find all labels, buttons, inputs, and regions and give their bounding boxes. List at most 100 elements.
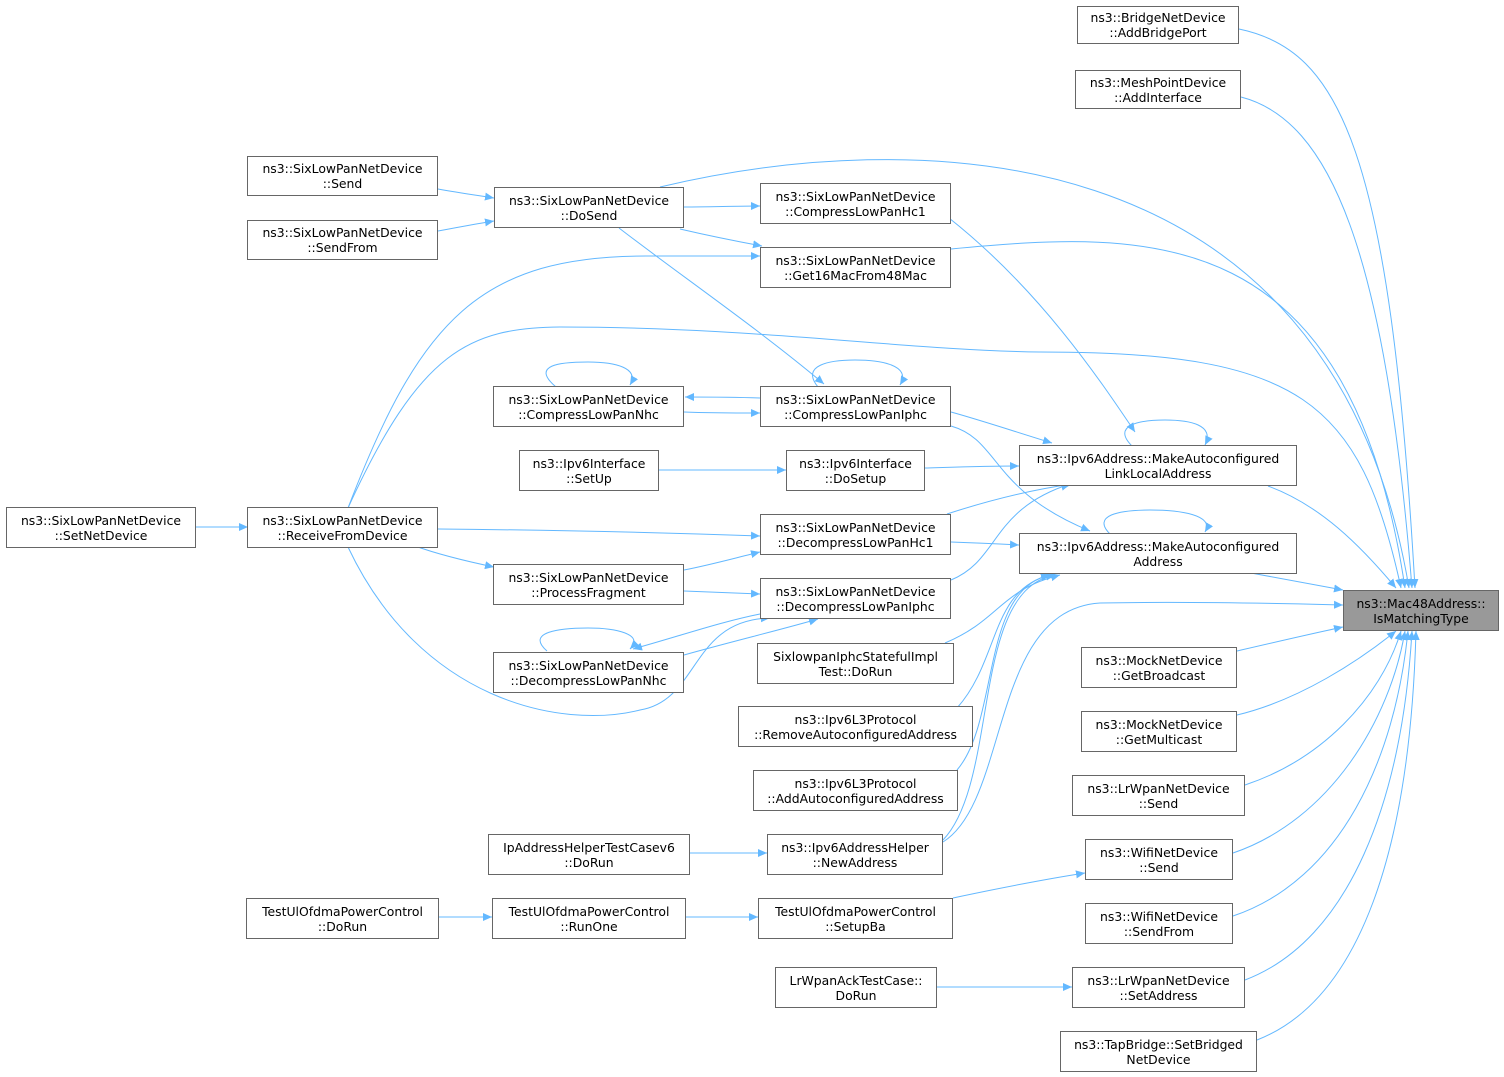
node-label-line1: ns3::WifiNetDevice [1100,908,1218,924]
edge-lrsend-ismatch [1244,630,1403,786]
edge-dosend-compiphc [618,227,825,385]
node-label-line1: ns3::SixLowPanNetDevice [775,391,936,407]
node-label-line1: LrWpanAckTestCase:: [789,972,923,988]
node-label-line1: ns3::SixLowPanNetDevice [775,188,936,204]
node-ipv6addresshelper-newaddress[interactable]: ns3::Ipv6AddressHelper ::NewAddress [767,834,943,875]
edge-mockbcast-ismatch [1236,624,1344,652]
node-label-line1: TestUlOfdmaPowerControl [775,903,936,919]
node-label-line2: ::NewAddress [812,854,898,870]
node-label-line1: TestUlOfdmaPowerControl [508,903,670,919]
node-label-line1: ns3::SixLowPanNetDevice [775,519,936,535]
edge-compiphc-makell [950,411,1053,445]
node-label-line1: ns3::TapBridge::SetBridged [1074,1036,1243,1052]
node-label-line2: ::RunOne [560,918,618,934]
edge-compiphc-compnhc [684,393,761,402]
edge-procfrag-deciphc [683,589,761,598]
node-sixlowpan-compresslowpaniphc[interactable]: ns3::SixLowPanNetDevice ::CompressLowPan… [760,386,951,427]
node-label-line1: ns3::LrWpanNetDevice [1087,972,1230,988]
node-label-line2: ::RemoveAutoconfiguredAddress [754,726,957,742]
node-label-line1: ns3::LrWpanNetDevice [1087,780,1230,796]
edge-mockmcast-ismatch [1236,630,1397,716]
node-ipaddresshelpertestcasev6-dorun[interactable]: IpAddressHelperTestCasev6 ::DoRun [488,834,690,875]
node-sixlowpan-decompresslowpannhc[interactable]: ns3::SixLowPanNetDevice ::DecompressLowP… [493,652,684,693]
node-sixlowpan-dosend[interactable]: ns3::SixLowPanNetDevice ::DoSend [494,187,684,228]
node-label-line2: ::DoRun [564,854,614,870]
edge-make-self [1103,509,1214,536]
node-sixlowpan-get16macfrom48mac[interactable]: ns3::SixLowPanNetDevice ::Get16MacFrom48… [760,247,951,288]
edge-dosend-ismatch [659,159,1412,589]
node-label-line2: ::ReceiveFromDevice [277,527,408,543]
node-sixlowpaniphcstatefulimpltest-dorun[interactable]: SixlowpanIphcStatefulImpl Test::DoRun [757,643,954,684]
node-mocknetdevice-getmulticast[interactable]: ns3::MockNetDevice ::GetMulticast [1081,711,1237,752]
edge-bridge-add [1238,28,1419,589]
node-lrwpannetdevice-setaddress[interactable]: ns3::LrWpanNetDevice ::SetAddress [1072,967,1245,1008]
node-sixlowpan-processfragment[interactable]: ns3::SixLowPanNetDevice ::ProcessFragmen… [493,564,684,605]
node-label-line2: ::Send [322,176,363,191]
node-ipv6address-makeautoconfiguredlinklocal[interactable]: ns3::Ipv6Address::MakeAutoconfigured Lin… [1019,445,1297,486]
node-lrwpannetdevice-send[interactable]: ns3::LrWpanNetDevice ::Send [1072,775,1245,816]
edge-procfrag-dechc1 [683,550,761,571]
node-label-line1: ns3::Ipv6L3Protocol [794,775,917,791]
edge-compiphc-make [950,425,1091,532]
edge-decnhc-deciphc [683,617,819,656]
node-ipv6interface-dosetup[interactable]: ns3::Ipv6Interface ::DoSetup [786,450,925,491]
node-bridge-addbridgeport[interactable]: ns3::BridgeNetDevice ::AddBridgePort [1077,6,1239,44]
node-testulofdmapowercontrol-runone[interactable]: TestUlOfdmaPowerControl ::RunOne [492,898,686,939]
node-label-line2: NetDevice [1126,1051,1191,1067]
node-label-line1: ns3::WifiNetDevice [1100,844,1218,860]
node-label-line2: ::Get16MacFrom48Mac [784,267,927,283]
node-label-line2: ::AddBridgePort [1109,25,1207,40]
node-sixlowpan-decompresslowpanhc1[interactable]: ns3::SixLowPanNetDevice ::DecompressLowP… [760,514,951,555]
node-label-line1: ns3::SixLowPanNetDevice [20,512,182,528]
edge-recv-deciphc [347,546,771,716]
node-label-line2: ::CompressLowPanHc1 [785,203,926,219]
node-label-line2: ::DoSend [560,207,618,223]
node-label-line1: ns3::Ipv6AddressHelper [781,839,929,855]
node-sixlowpan-decompresslowpaniphc[interactable]: ns3::SixLowPanNetDevice ::DecompressLowP… [760,578,951,619]
node-sixlowpan-setnetdevice[interactable]: ns3::SixLowPanNetDevice ::SetNetDevice [6,507,196,548]
node-label-line2: ::AddInterface [1114,89,1202,105]
node-testulofdmapowercontrol-setupba[interactable]: TestUlOfdmaPowerControl ::SetupBa [758,898,953,939]
node-ipv6address-makeautoconfiguredaddress[interactable]: ns3::Ipv6Address::MakeAutoconfigured Add… [1019,533,1297,574]
edge-makell-ismatch [1267,485,1397,589]
node-label-line1: ns3::BridgeNetDevice [1090,10,1226,25]
node-sixlowpan-sendfrom[interactable]: ns3::SixLowPanNetDevice ::SendFrom [247,220,438,260]
edge-recv-get16 [347,252,760,509]
node-label-line2: ::Send [1138,795,1179,811]
node-label-line1: ns3::Ipv6Interface [799,455,912,471]
node-sixlowpan-receivefromdevice[interactable]: ns3::SixLowPanNetDevice ::ReceiveFromDev… [247,507,438,548]
node-label-line2: LinkLocalAddress [1104,465,1212,481]
node-label-line1: ns3::MockNetDevice [1095,716,1223,732]
node-wifinetdevice-send[interactable]: ns3::WifiNetDevice ::Send [1085,839,1233,880]
node-label-line1: ns3::SixLowPanNetDevice [262,225,423,240]
edge-make-ismatch [1250,572,1344,593]
node-tapbridge-setbridgednetdevice[interactable]: ns3::TapBridge::SetBridged NetDevice [1060,1031,1257,1072]
node-wifinetdevice-sendfrom[interactable]: ns3::WifiNetDevice ::SendFrom [1085,903,1233,944]
edge-dechc1-make [950,540,1020,549]
edge-wifisendfrom-ismatch [1232,630,1412,917]
node-ipv6l3protocol-removeautoconfiguredaddress[interactable]: ns3::Ipv6L3Protocol ::RemoveAutoconfigur… [738,706,973,747]
node-ipv6interface-setup[interactable]: ns3::Ipv6Interface ::SetUp [519,450,659,491]
node-label-line1: ns3::SixLowPanNetDevice [508,657,669,673]
node-sixlowpan-compresslowpanhc1[interactable]: ns3::SixLowPanNetDevice ::CompressLowPan… [760,183,951,224]
node-label-line2: ::GetMulticast [1115,731,1203,747]
node-sixlowpan-send[interactable]: ns3::SixLowPanNetDevice ::Send [247,156,438,196]
node-sixlowpan-compresslowpannhc[interactable]: ns3::SixLowPanNetDevice ::CompressLowPan… [493,386,684,427]
node-mocknetdevice-getbroadcast[interactable]: ns3::MockNetDevice ::GetBroadcast [1081,647,1237,688]
edge-deciphc-decnhc [632,613,761,651]
node-ipv6l3protocol-addautoconfiguredaddress[interactable]: ns3::Ipv6L3Protocol ::AddAutoconfiguredA… [753,770,958,811]
edge-dosetup-makell [924,462,1020,471]
edge-get16-ismatch [950,241,1408,589]
node-label-line1: ns3::Ipv6Address::MakeAutoconfigured [1036,450,1280,466]
node-label-line2: ::SendFrom [1123,923,1195,939]
edge-compnhc-compiphc [683,408,761,417]
node-label-line2: ::SetUp [566,470,612,486]
node-label-line2: ::CompressLowPanNhc [518,406,659,422]
node-testulofdmapowercontrol-dorun[interactable]: TestUlOfdmaPowerControl ::DoRun [246,898,439,939]
node-meshpoint-addinterface[interactable]: ns3::MeshPointDevice ::AddInterface [1075,70,1241,109]
node-label-line2: ::SetupBa [825,918,886,934]
node-label-line1: ns3::SixLowPanNetDevice [508,391,669,407]
node-label-line2: ::DecompressLowPanHc1 [777,534,934,550]
node-label-line1: ns3::SixLowPanNetDevice [262,512,423,528]
node-lrwpanacktestcase-dorun[interactable]: LrWpanAckTestCase:: DoRun [775,967,937,1008]
